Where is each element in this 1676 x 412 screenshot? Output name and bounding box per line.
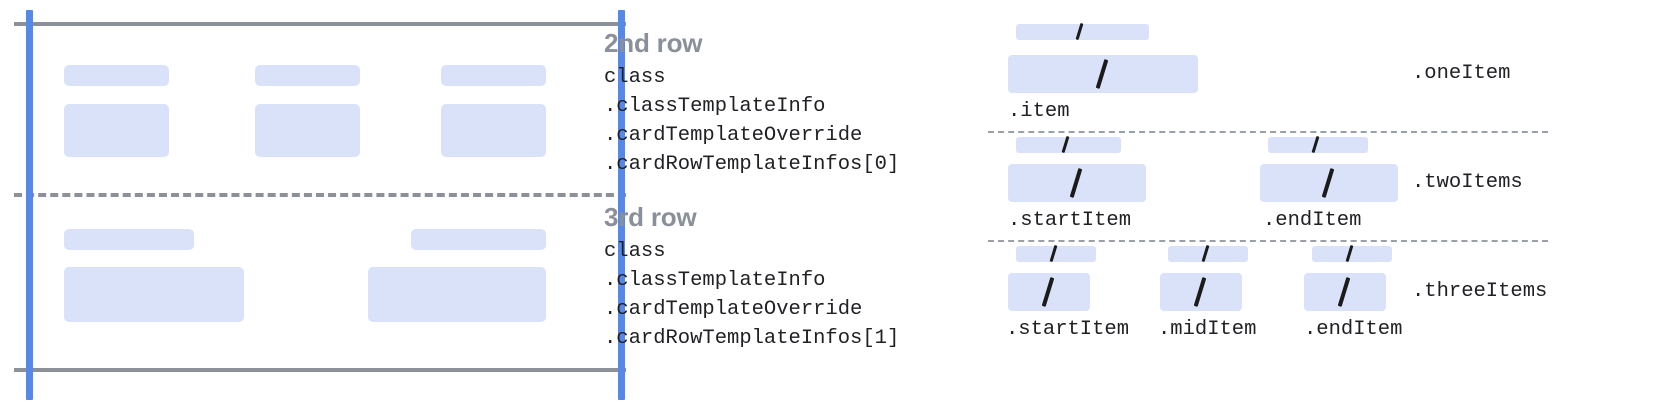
variant-divider-dashed-1: [988, 131, 1548, 133]
caption-block-2nd-row: 2nd row class .classTemplateInfo .cardTe…: [604, 28, 899, 179]
item-content-placeholder: [1304, 273, 1386, 311]
caption-code-line: .cardRowTemplateInfos[1]: [604, 327, 900, 350]
item-content-placeholder: [1260, 164, 1398, 202]
item-selector-label: .startItem: [1008, 209, 1132, 232]
row2-col1-label-placeholder: [64, 65, 169, 86]
row2-col3-content-placeholder: [441, 104, 546, 157]
row2-col1-content-placeholder: [64, 104, 169, 157]
slash-glyph-icon: [1095, 59, 1109, 89]
variant-row-three-items: .startItem .midItem .endItem: [984, 244, 1676, 356]
row2-col2-content-placeholder: [255, 104, 360, 157]
caption-code-line: .cardTemplateOverride: [604, 298, 863, 321]
variant-name-label: .twoItems: [1412, 171, 1523, 194]
item-label-placeholder: [1312, 244, 1392, 263]
variant-name-label: .threeItems: [1412, 280, 1548, 303]
caption-heading-2nd-row: 2nd row: [604, 28, 703, 58]
item-label-placeholder: [1016, 244, 1096, 263]
item-label-placeholder: [1268, 135, 1368, 154]
item-label-placeholder: [1016, 22, 1149, 41]
variant-name-label: .oneItem: [1412, 62, 1511, 85]
item-label-placeholder: [1016, 135, 1121, 154]
item-content-placeholder: [1008, 164, 1146, 202]
row-class-captions: 2nd row class .classTemplateInfo .cardTe…: [604, 0, 984, 412]
slash-glyph-icon: [1041, 277, 1055, 307]
row-divider-dashed-rule: [14, 193, 626, 197]
row3-col1-content-placeholder: [64, 267, 244, 322]
caption-code-line: .classTemplateInfo: [604, 269, 826, 292]
variant-row-one-item: .item .oneItem: [984, 22, 1676, 128]
row3-col2-content-placeholder: [368, 267, 546, 322]
item-content-placeholder: [1160, 273, 1242, 311]
slash-glyph-icon: [1193, 277, 1207, 307]
item-selector-label: .endItem: [1263, 209, 1362, 232]
item-selector-label: .endItem: [1304, 318, 1403, 341]
caption-heading-3rd-row: 3rd row: [604, 202, 697, 232]
card-row-layout-diagram: [0, 0, 640, 412]
caption-block-3rd-row: 3rd row class .classTemplateInfo .cardTe…: [604, 202, 899, 353]
caption-code-line: class: [604, 66, 666, 89]
row3-col1-label-placeholder: [64, 229, 194, 250]
caption-code-line: .cardTemplateOverride: [604, 124, 863, 147]
caption-code-line: .classTemplateInfo: [604, 95, 826, 118]
item-selector-label: .midItem: [1158, 318, 1257, 341]
variant-row-two-items: .startItem .endItem .twoItems: [984, 135, 1676, 237]
variant-divider-dashed-2: [988, 240, 1548, 242]
slash-glyph-icon: [1201, 244, 1210, 263]
card-top-boundary-rule: [14, 22, 626, 26]
slash-glyph-icon: [1337, 277, 1351, 307]
caption-code-line: .cardRowTemplateInfos[0]: [604, 153, 900, 176]
item-variants-panel: .item .oneItem .startItem: [984, 0, 1676, 412]
slash-glyph-icon: [1345, 244, 1354, 263]
card-end-guide-line: [618, 10, 625, 400]
item-selector-label: .item: [1008, 100, 1070, 123]
caption-code-line: class: [604, 240, 666, 263]
card-start-guide-line: [26, 10, 33, 400]
slash-glyph-icon: [1311, 135, 1320, 154]
slash-glyph-icon: [1049, 244, 1058, 263]
item-selector-label: .startItem: [1006, 318, 1130, 341]
row2-col2-label-placeholder: [255, 65, 360, 86]
row3-col2-label-placeholder: [411, 229, 546, 250]
slash-glyph-icon: [1069, 168, 1083, 198]
card-bottom-boundary-rule: [14, 368, 626, 372]
slash-glyph-icon: [1061, 135, 1070, 154]
item-label-placeholder: [1168, 244, 1248, 263]
item-content-placeholder: [1008, 55, 1198, 93]
slash-glyph-icon: [1075, 22, 1084, 41]
row2-col3-label-placeholder: [441, 65, 546, 86]
item-content-placeholder: [1008, 273, 1090, 311]
slash-glyph-icon: [1321, 168, 1335, 198]
